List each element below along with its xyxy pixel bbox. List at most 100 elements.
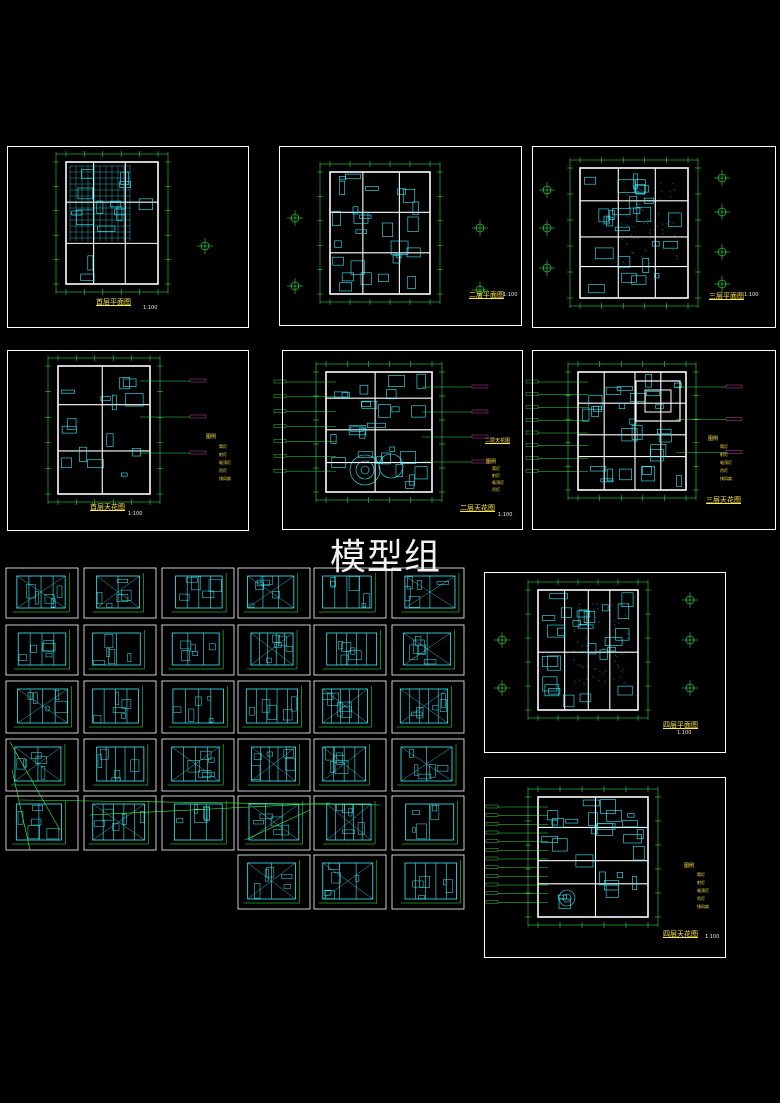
cad-rect (325, 371, 433, 493)
cad-rect (93, 714, 102, 724)
watermark-text: 模型组 (330, 537, 442, 578)
cad-rect (273, 454, 287, 458)
cad-rect (116, 594, 129, 602)
cad-rect (622, 820, 638, 828)
cad-rect (676, 475, 683, 487)
cad-rect (485, 874, 499, 878)
cad-rect (636, 206, 652, 223)
cad-rect (412, 827, 416, 833)
cad-rect (549, 593, 568, 600)
cad-rect (612, 208, 631, 216)
cad-rect (634, 185, 649, 193)
cad-rect (423, 659, 437, 665)
cad-line (669, 190, 671, 193)
cad-rect (273, 379, 287, 384)
cad-line (587, 674, 589, 677)
cad-line (244, 809, 311, 841)
cad-rect (547, 655, 561, 671)
cad-rect (404, 586, 411, 601)
cad-rect (418, 773, 432, 780)
cad-rect (255, 581, 264, 590)
cad-rect (642, 258, 650, 273)
cad-line (627, 603, 629, 605)
cad-rect (657, 428, 672, 435)
cad-rect (361, 400, 378, 409)
cad-rect (348, 650, 362, 661)
cad-line (623, 682, 626, 685)
cad-rect (45, 652, 53, 658)
cad-line (669, 196, 672, 198)
legend-item: 射灯 (492, 473, 500, 478)
legend-item: 排风扇 (720, 476, 732, 481)
cad-rect (106, 602, 113, 608)
cad-rect (359, 384, 369, 395)
cad-line (595, 602, 598, 605)
cad-rect (582, 408, 590, 422)
cad-rect (633, 845, 645, 861)
cad-rect (429, 764, 436, 778)
cad-rect (439, 699, 447, 712)
cad-rect (342, 829, 356, 834)
cad-rect (119, 181, 132, 188)
cad-line (632, 236, 635, 239)
sheet-fourth-floor-plan (484, 572, 726, 753)
cad-rect (548, 688, 561, 695)
cad-circle (360, 465, 370, 475)
cad-line (648, 232, 651, 235)
cad-rect (588, 394, 603, 410)
cad-rect (365, 186, 379, 191)
cad-rect (367, 422, 386, 428)
cad-rect (471, 434, 489, 439)
cad-rect (587, 643, 597, 655)
cad-line (17, 688, 68, 724)
cad-line (662, 232, 665, 235)
cad-rect (267, 704, 277, 720)
cad-rect (332, 256, 344, 266)
cad-rect (250, 632, 294, 666)
legend-item: 吊灯 (219, 468, 227, 473)
cad-rect (357, 451, 374, 458)
cad-rect (348, 576, 360, 591)
cad-rect (358, 214, 372, 219)
cad-line (648, 261, 651, 264)
cad-rect (283, 709, 293, 721)
cad-circle (558, 889, 576, 907)
cad-line (609, 608, 611, 610)
cad-line (171, 746, 220, 782)
cad-rect (79, 446, 88, 462)
cad-rect (485, 813, 499, 817)
cad-rect (327, 692, 339, 706)
elevation-thumbnail-frame (161, 624, 235, 676)
cad-rect (561, 607, 572, 618)
cad-rect (206, 696, 212, 701)
cad-rect (649, 449, 664, 462)
cad-rect (341, 392, 350, 398)
cad-rect (631, 275, 647, 285)
cad-line (656, 225, 659, 228)
cad-line (621, 640, 624, 643)
cad-rect (325, 746, 335, 761)
cad-rect (56, 585, 63, 598)
cad-rect (97, 754, 103, 768)
sheet-second-floor-ceiling (282, 350, 523, 530)
cad-rect (418, 895, 425, 899)
cad-rect (416, 823, 427, 840)
cad-rect (541, 656, 559, 667)
cad-line (631, 251, 633, 254)
cad-rect (104, 633, 114, 649)
cad-rect (260, 575, 273, 585)
cad-rect (251, 765, 261, 780)
cad-circle (355, 460, 375, 480)
legend-item: 筒灯 (720, 444, 728, 449)
cad-rect (635, 184, 646, 195)
cad-rect (381, 222, 393, 237)
cad-rect (329, 171, 431, 295)
cad-rect (617, 603, 630, 619)
cad-rect (635, 380, 681, 422)
cad-rect (348, 425, 367, 436)
cad-rect (253, 753, 262, 760)
cad-rect (338, 641, 343, 650)
cad-line (612, 678, 615, 680)
cad-line (648, 236, 651, 239)
cad-rect (359, 427, 366, 439)
